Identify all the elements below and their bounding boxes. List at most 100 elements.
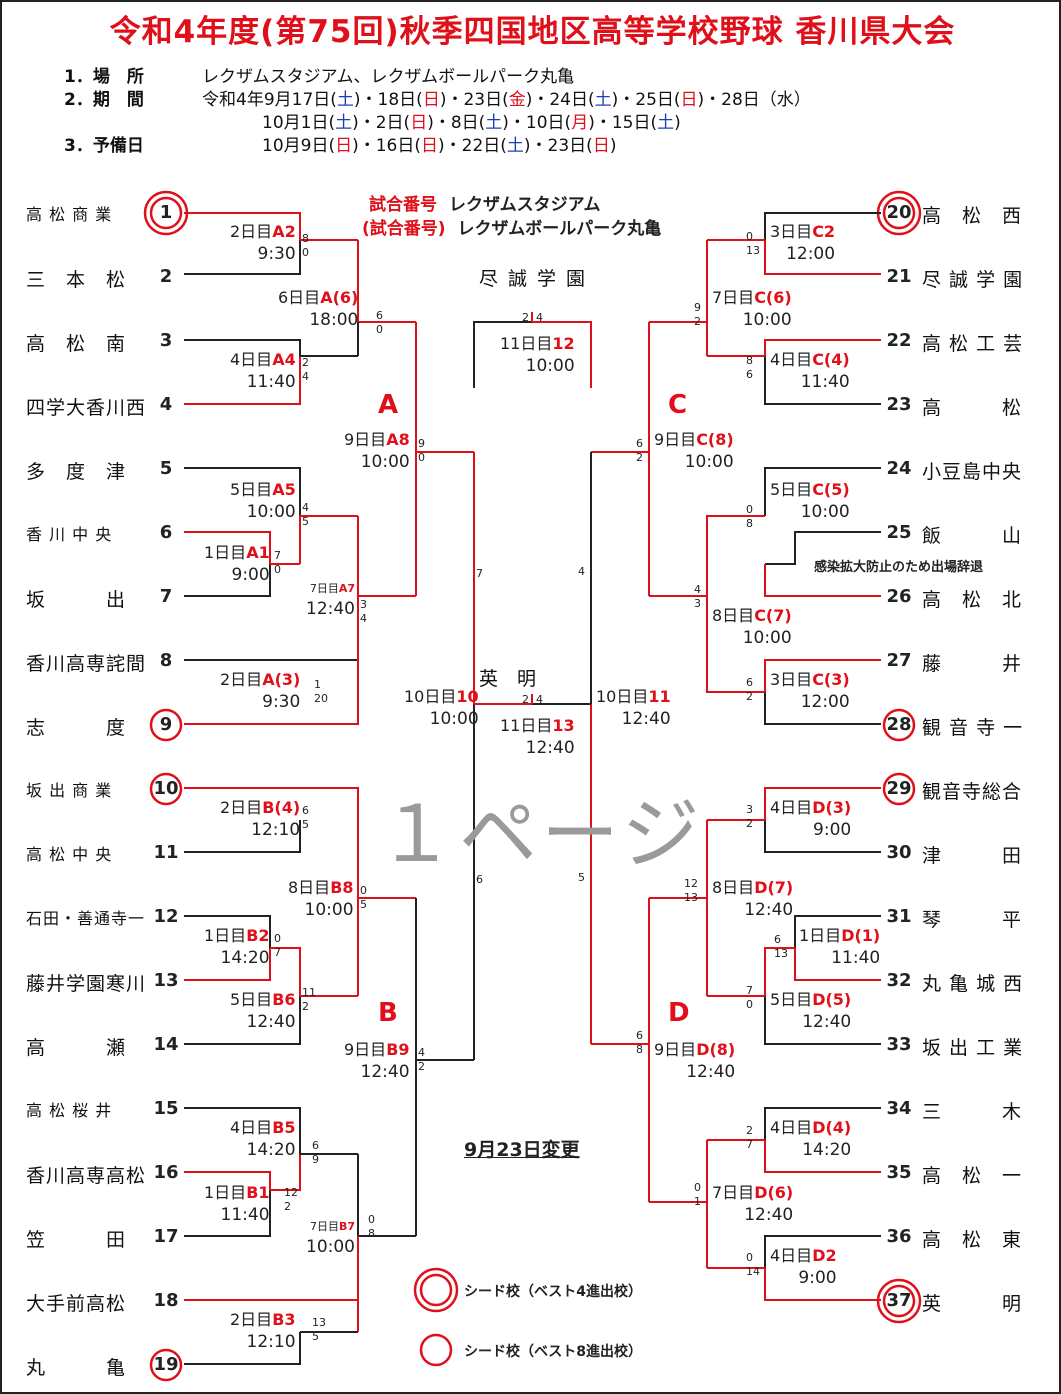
score: 0 [274, 932, 281, 945]
game-day: 11日目 [500, 716, 553, 735]
game-label: 2日目B(4)12:10 [220, 800, 300, 839]
score: 4 [694, 583, 701, 596]
game-time: 14:20 [802, 1140, 852, 1160]
page-watermark: １ページ [377, 790, 704, 880]
score: 12 [284, 1186, 298, 1199]
game-code: D(5) [812, 990, 852, 1009]
legend-circle-outer [413, 1267, 459, 1313]
team-number: 16 [153, 1162, 179, 1183]
info-part: 令和4年9月17日( [202, 90, 337, 110]
game-day: 4日目 [230, 1118, 273, 1137]
game-day-code: 9日目C(8) [654, 432, 734, 448]
game-day: 1日目 [799, 926, 842, 945]
team-number: 22 [886, 330, 912, 351]
team-number: 29 [886, 778, 912, 799]
score: 4 [360, 612, 367, 625]
game-day: 11日目 [500, 334, 553, 353]
score: 7 [746, 1138, 753, 1151]
game-day-code: 8日目D(7) [712, 880, 793, 896]
info-part: 10月1日( [262, 113, 336, 133]
bracket-connector [764, 467, 881, 516]
game-day-code: 4日目C(4) [770, 352, 850, 368]
game-day: 1日目 [204, 543, 247, 562]
game-code: 11 [648, 687, 671, 706]
game-day: 9日目 [654, 430, 697, 449]
bracket-connector [184, 1171, 271, 1190]
game-day-code: 7日目D(6) [712, 1185, 793, 1201]
bracket-connector [794, 915, 881, 948]
score: 2 [694, 315, 701, 328]
bracket-connector [184, 467, 301, 516]
score: 6 [746, 676, 753, 689]
game-time: 18:00 [309, 310, 359, 330]
team-number: 31 [886, 906, 912, 927]
game-time: 12:00 [786, 244, 836, 264]
score: 3 [746, 803, 753, 816]
team-name: 高 松 北 [922, 589, 1023, 611]
game-code: D(1) [841, 926, 881, 945]
team-name: 観 音 寺 一 [922, 717, 1024, 739]
game-day-code: 7日目A7 [306, 579, 355, 595]
team-number: 28 [886, 714, 912, 735]
team-name: 多 度 津 [26, 461, 127, 483]
score: 4 [536, 693, 543, 706]
team-number: 27 [886, 650, 912, 671]
team-number: 20 [886, 202, 912, 223]
team-number: 32 [886, 970, 912, 991]
game-day-code: 1日目A1 [204, 545, 270, 561]
game-time: 9:30 [262, 692, 301, 712]
game-day: 7日目 [712, 1183, 755, 1202]
info-part: )・8日( [427, 113, 486, 133]
team-name: 香 川 中 央 [26, 525, 113, 544]
bracket-connector [591, 322, 650, 453]
bracket-connector [764, 212, 881, 240]
info-part: ) [609, 136, 617, 156]
score: 2 [302, 1000, 309, 1013]
game-code: C(3) [812, 670, 850, 689]
bracket-connector [184, 1107, 301, 1154]
bracket-connector [649, 564, 708, 597]
bracket-connector [184, 915, 271, 948]
game-code: B5 [272, 1118, 296, 1137]
score: 9 [694, 301, 701, 314]
score: 0 [376, 323, 383, 336]
game-time: 11:40 [246, 372, 296, 392]
team-name: 藤井学園寒川 [26, 973, 147, 995]
bracket-connector [184, 1332, 301, 1365]
info-part: )・16日( [352, 136, 421, 156]
score: 2 [284, 1200, 291, 1213]
score: 8 [368, 1227, 375, 1240]
info-part: 土 [335, 113, 353, 133]
game-day-code: 11日目13 [500, 718, 575, 734]
bracket-connector [270, 947, 301, 996]
team-number: 4 [159, 394, 173, 415]
game-day-code: 4日目D2 [770, 1248, 837, 1264]
game-day-code: 2日目A2 [230, 224, 296, 240]
zone-letter: B [378, 998, 398, 1028]
team-number: 19 [153, 1354, 179, 1375]
game-time: 10:00 [525, 356, 575, 376]
team-name: 四学大香川西 [26, 397, 147, 419]
team-name: 志 度 [26, 717, 127, 739]
score: 0 [302, 246, 309, 259]
score: 2 [522, 693, 529, 706]
game-label: 3日目C(3)12:00 [770, 672, 850, 711]
team-name: 尽 誠 学 園 [922, 269, 1024, 291]
game-code: A7 [338, 582, 355, 595]
game-code: 10 [456, 687, 479, 706]
team-number: 36 [886, 1226, 912, 1247]
game-day: 2日目 [220, 670, 263, 689]
game-code: A1 [246, 543, 270, 562]
game-label: 5日目D(5)12:40 [770, 992, 851, 1031]
score: 6 [746, 368, 753, 381]
score: 12 [684, 877, 698, 890]
venue-row: 試合番号レクザムスタジアム [369, 190, 600, 215]
